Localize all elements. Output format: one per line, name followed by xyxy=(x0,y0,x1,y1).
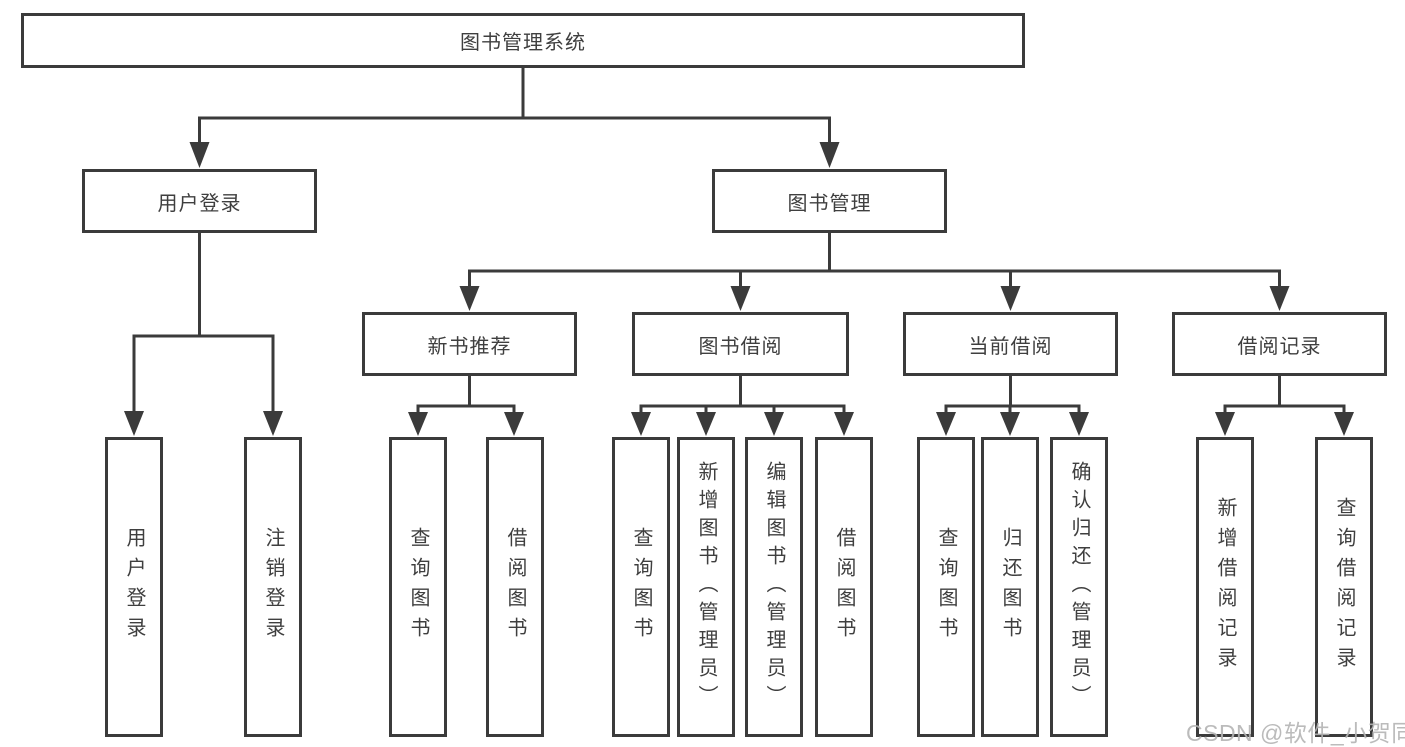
leaf-confirm-return-admin: 确认归还（管理员） xyxy=(1050,437,1108,737)
leaf-query-books-recommend: 查询图书 xyxy=(389,437,447,737)
leaf-query-books-current-label: 查询图书 xyxy=(935,527,957,647)
leaf-confirm-return-admin-label: 确认归还（管理员） xyxy=(1068,461,1090,713)
node-book-management: 图书管理 xyxy=(712,169,947,233)
node-user-login: 用户登录 xyxy=(82,169,317,233)
leaf-add-book-admin-label: 新增图书（管理员） xyxy=(695,461,717,713)
node-current-borrow: 当前借阅 xyxy=(903,312,1118,376)
leaf-edit-book-admin: 编辑图书（管理员） xyxy=(745,437,803,737)
leaf-borrow-books-recommend-label: 借阅图书 xyxy=(504,527,526,647)
leaf-borrow-books-recommend: 借阅图书 xyxy=(486,437,544,737)
leaf-query-books-recommend-label: 查询图书 xyxy=(407,527,429,647)
node-user-login-label: 用户登录 xyxy=(157,192,242,215)
leaf-query-borrow-record-label: 查询借阅记录 xyxy=(1333,497,1355,677)
leaf-query-books-current: 查询图书 xyxy=(917,437,975,737)
leaf-borrow-books-label: 借阅图书 xyxy=(833,527,855,647)
leaf-user-login-label: 用户登录 xyxy=(123,527,145,647)
node-borrow-records-label: 借阅记录 xyxy=(1237,335,1322,358)
leaf-add-borrow-record: 新增借阅记录 xyxy=(1196,437,1254,737)
leaf-add-book-admin: 新增图书（管理员） xyxy=(677,437,735,737)
node-new-book-recommend: 新书推荐 xyxy=(362,312,577,376)
leaf-logout-label: 注销登录 xyxy=(262,527,284,647)
leaf-logout: 注销登录 xyxy=(244,437,302,737)
leaf-borrow-books: 借阅图书 xyxy=(815,437,873,737)
leaf-edit-book-admin-label: 编辑图书（管理员） xyxy=(763,461,785,713)
node-library-system-label: 图书管理系统 xyxy=(460,32,586,54)
node-new-book-recommend-label: 新书推荐 xyxy=(427,335,512,358)
leaf-query-borrow-record: 查询借阅记录 xyxy=(1315,437,1373,737)
node-book-borrow: 图书借阅 xyxy=(632,312,849,376)
node-current-borrow-label: 当前借阅 xyxy=(968,335,1053,358)
leaf-return-book: 归还图书 xyxy=(981,437,1039,737)
leaf-add-borrow-record-label: 新增借阅记录 xyxy=(1214,497,1236,677)
node-book-management-label: 图书管理 xyxy=(787,192,872,215)
watermark: CSDN @软件_小贺同学 xyxy=(1186,720,1405,746)
leaf-user-login: 用户登录 xyxy=(105,437,163,737)
node-book-borrow-label: 图书借阅 xyxy=(698,335,783,358)
leaf-return-book-label: 归还图书 xyxy=(999,527,1021,647)
node-borrow-records: 借阅记录 xyxy=(1172,312,1387,376)
leaf-query-books-borrow-label: 查询图书 xyxy=(630,527,652,647)
node-library-system: 图书管理系统 xyxy=(21,13,1025,68)
leaf-query-books-borrow: 查询图书 xyxy=(612,437,670,737)
